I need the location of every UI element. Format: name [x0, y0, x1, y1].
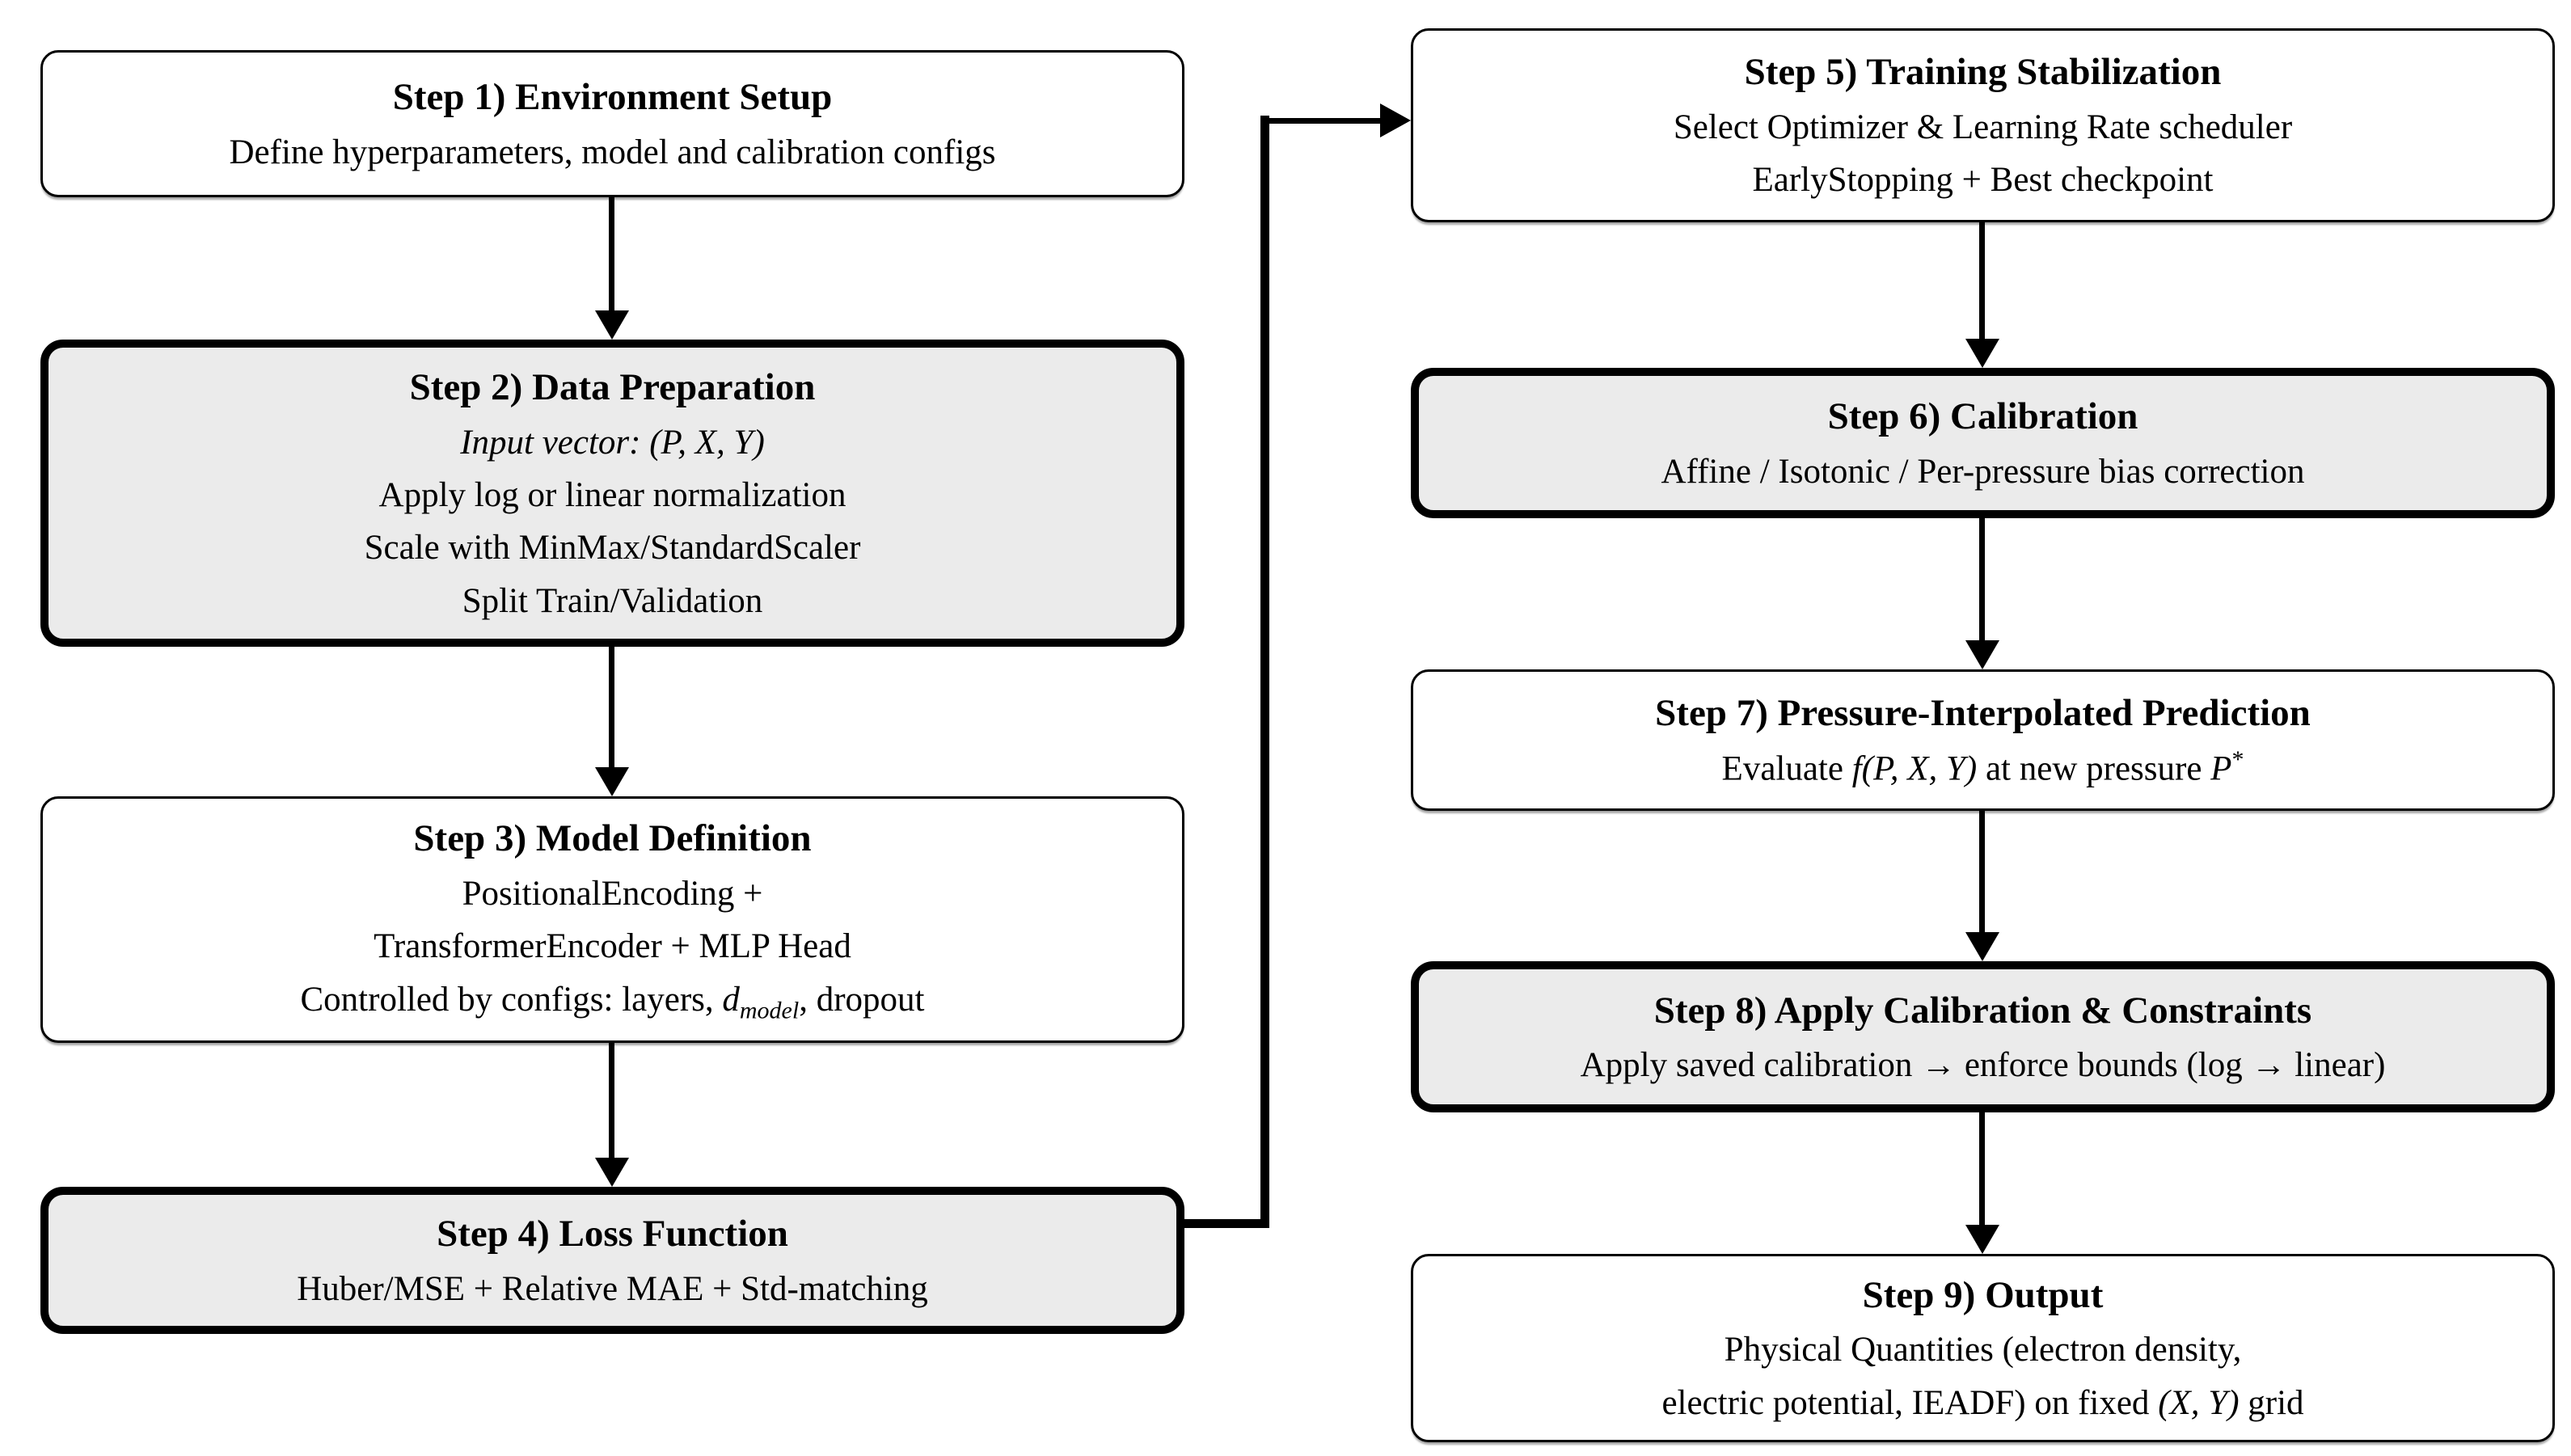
step6-line1: Affine / Isotonic / Per-pressure bias co… — [1661, 452, 2305, 491]
connector-step4-step5-head-icon — [1380, 103, 1411, 137]
step9-box: Step 9) Output Physical Quantities (elec… — [1411, 1254, 2555, 1442]
step1-box: Step 1) Environment Setup Define hyperpa… — [40, 50, 1184, 197]
arrow-step8-step9-shaft — [1979, 1112, 1985, 1226]
step7-pstar-var: P — [2210, 749, 2232, 788]
step4-box: Step 4) Loss Function Huber/MSE + Relati… — [40, 1187, 1184, 1334]
step5-title: Step 5) Training Stabilization — [1744, 51, 2222, 94]
step7-line1-mid: at new pressure — [1977, 749, 2211, 788]
connector-step4-step5-vertical-segment — [1260, 116, 1269, 1228]
step2-line4: Split Train/Validation — [462, 581, 763, 620]
step3-line2: TransformerEncoder + MLP Head — [374, 927, 851, 966]
step2-line2: Apply log or linear normalization — [378, 475, 846, 514]
step7-line1: Evaluate f(P, X, Y) at new pressure P* — [1722, 741, 2244, 796]
step7-fpxy-math: f(P, X, Y) — [1851, 749, 1978, 788]
step8-line1: Apply saved calibration → enforce bounds… — [1580, 1046, 2386, 1085]
step2-box: Step 2) Data Preparation Input vector: (… — [40, 340, 1184, 647]
arrow-step6-step7-shaft — [1979, 518, 1985, 642]
arrow-step7-step8-shaft — [1979, 811, 1985, 934]
step3-dmodel-sub: model — [739, 997, 800, 1024]
connector-step4-step5-top-segment — [1260, 118, 1380, 124]
step7-line1-prefix: Evaluate — [1721, 749, 1852, 788]
arrow-step6-step7-head-icon — [1965, 640, 1999, 669]
step9-line2-prefix: electric potential, IEADF) on fixed — [1661, 1383, 2159, 1422]
step2-line1: Input vector: (P, X, Y) — [460, 423, 765, 462]
step9-title: Step 9) Output — [1862, 1273, 2104, 1316]
step6-box: Step 6) Calibration Affine / Isotonic / … — [1411, 368, 2555, 518]
arrow-step5-step6-shaft — [1979, 222, 1985, 340]
step4-line1: Huber/MSE + Relative MAE + Std-matching — [297, 1269, 928, 1308]
step9-line2: electric potential, IEADF) on fixed (X, … — [1661, 1377, 2303, 1429]
step2-line3: Scale with MinMax/StandardScaler — [364, 529, 861, 568]
connector-step4-step5-bottom-segment — [1184, 1219, 1269, 1228]
step9-line2-suffix: grid — [2239, 1383, 2304, 1422]
step8-title: Step 8) Apply Calibration & Constraints — [1653, 989, 2312, 1032]
step3-title: Step 3) Model Definition — [413, 817, 812, 860]
step9-xy-math: (X, Y) — [2158, 1383, 2240, 1422]
step3-line3-prefix: Controlled by configs: layers, — [300, 980, 723, 1019]
step9-line1: Physical Quantities (electron density, — [1724, 1331, 2242, 1369]
step7-title: Step 7) Pressure-Interpolated Prediction — [1655, 691, 2311, 734]
step7-box: Step 7) Pressure-Interpolated Prediction… — [1411, 669, 2555, 811]
step3-dmodel-var: d — [722, 980, 740, 1019]
step3-box: Step 3) Model Definition PositionalEncod… — [40, 796, 1184, 1043]
arrow-step8-step9-head-icon — [1965, 1225, 1999, 1254]
step3-line3: Controlled by configs: layers, dmodel, d… — [301, 973, 925, 1029]
step6-title: Step 6) Calibration — [1827, 395, 2138, 438]
arrow-step3-step4-shaft — [609, 1043, 614, 1161]
step3-line1: PositionalEncoding + — [462, 874, 763, 913]
step5-line1: Select Optimizer & Learning Rate schedul… — [1673, 108, 2293, 146]
step3-line3-suffix: , dropout — [799, 980, 925, 1019]
step5-line2: EarlyStopping + Best checkpoint — [1752, 161, 2214, 200]
arrow-step2-step3-head-icon — [595, 767, 629, 796]
step1-line1: Define hyperparameters, model and calibr… — [229, 133, 996, 171]
arrow-step1-step2-shaft — [609, 197, 614, 314]
step8-box: Step 8) Apply Calibration & Constraints … — [1411, 961, 2555, 1112]
arrow-step5-step6-head-icon — [1965, 339, 1999, 368]
step5-box: Step 5) Training Stabilization Select Op… — [1411, 28, 2555, 222]
arrow-step7-step8-head-icon — [1965, 932, 1999, 961]
arrow-step3-step4-head-icon — [595, 1158, 629, 1187]
step4-title: Step 4) Loss Function — [437, 1213, 788, 1256]
arrow-step1-step2-head-icon — [595, 310, 629, 340]
step1-title: Step 1) Environment Setup — [392, 76, 833, 119]
arrow-step2-step3-shaft — [609, 647, 614, 770]
step2-title: Step 2) Data Preparation — [409, 366, 816, 409]
step7-pstar-sup: * — [2231, 746, 2244, 774]
